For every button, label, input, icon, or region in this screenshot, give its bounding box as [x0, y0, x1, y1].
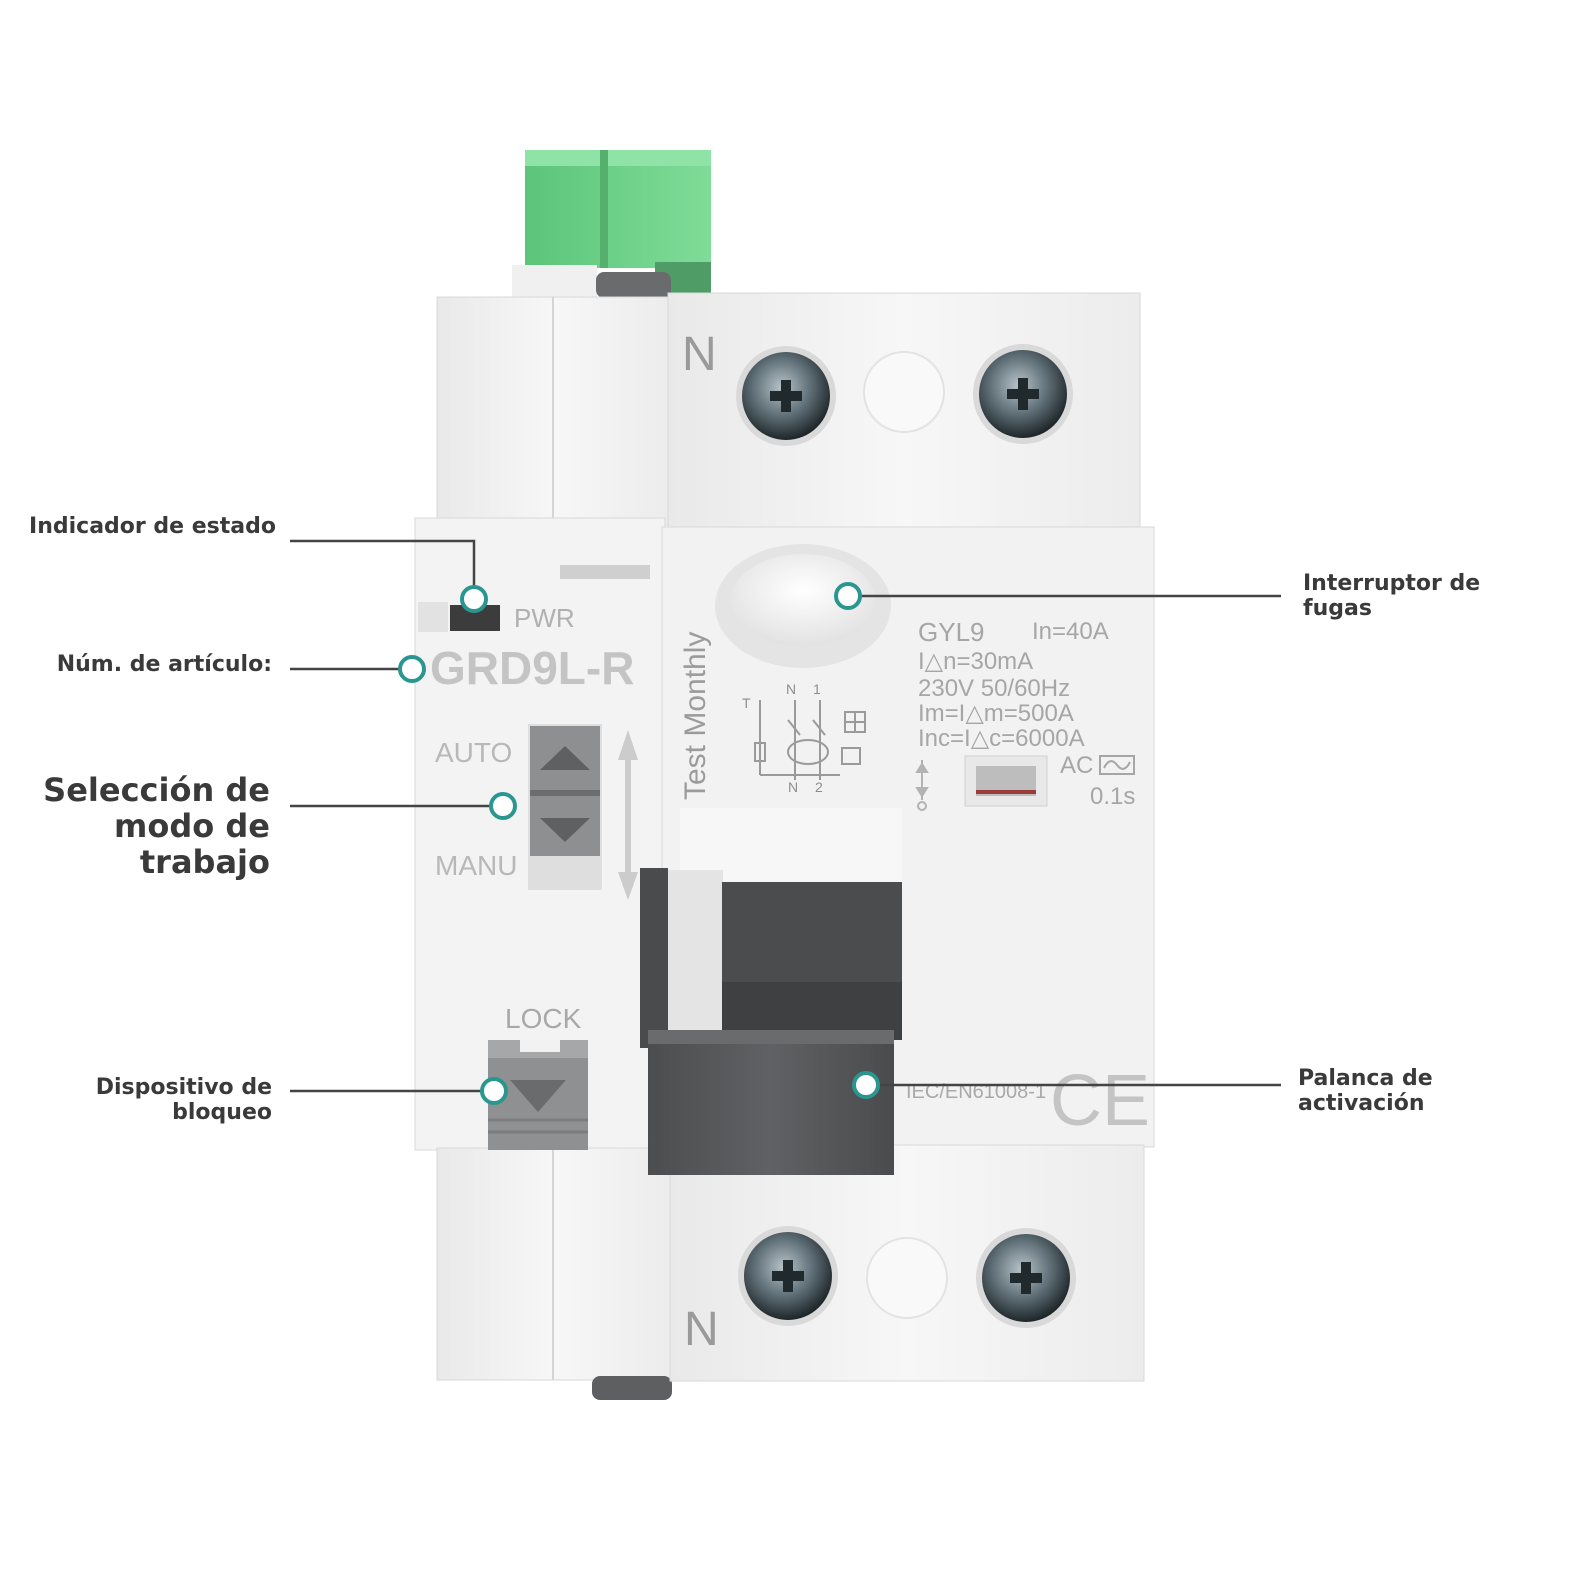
manu-label: MANU — [435, 850, 517, 881]
spec-voltage: 230V 50/60Hz — [918, 675, 1070, 702]
mode-arrow-icon — [618, 730, 638, 900]
label-work-mode-line2: modo de trabajo — [114, 807, 270, 881]
spec-block: GYL9 In=40A I△n=30mA 230V 50/60Hz Im=I△m… — [918, 617, 1135, 810]
marker-mode — [489, 792, 517, 820]
trip-indicator-window — [964, 755, 1048, 807]
circuit-schematic-icon — [754, 700, 866, 780]
spec-im: Im=I△m=500A — [918, 700, 1074, 727]
marker-leak — [834, 582, 862, 610]
schem-n-top: N — [786, 681, 796, 697]
standard-marking: IEC/EN61008-1 — [906, 1081, 1046, 1103]
marker-status — [460, 585, 488, 613]
schem-t: T — [742, 695, 751, 711]
spec-inc: Inc=I△c=6000A — [918, 725, 1085, 752]
bottom-terminal-screws — [738, 1226, 1076, 1328]
spec-ac: AC — [1060, 752, 1093, 779]
leader-lines — [290, 539, 1281, 1093]
top-n-marking: N — [682, 328, 717, 381]
mode-selector-switch[interactable] — [528, 724, 602, 890]
spec-in: In=40A — [1032, 618, 1109, 645]
marker-article — [398, 655, 426, 683]
label-leak-switch: Interruptor de fugas — [1303, 571, 1481, 621]
bottom-n-marking: N — [684, 1303, 719, 1356]
terminal-block — [512, 150, 711, 300]
auto-label: AUTO — [435, 737, 512, 768]
schem-n-bot: N — [788, 779, 798, 795]
spec-model: GYL9 — [918, 617, 985, 647]
schem-1: 1 — [813, 681, 821, 697]
callout-markers — [398, 582, 880, 1105]
test-button[interactable] — [715, 544, 891, 668]
label-status-indicator: Indicador de estado — [29, 514, 276, 539]
model-number: GRD9L-R — [430, 642, 634, 694]
spec-ian: I△n=30mA — [918, 648, 1033, 675]
ac-wave-icon — [1099, 755, 1135, 775]
test-monthly-label: Test Monthly — [679, 632, 712, 800]
label-lock-device: Dispositivo de bloqueo — [95, 1075, 272, 1125]
label-article-number: Núm. de artículo: — [56, 652, 272, 677]
top-terminal-screws — [736, 344, 1073, 446]
ce-mark: CE — [1050, 1061, 1150, 1141]
marker-lock — [480, 1077, 508, 1105]
label-trip-lever: Palanca de activación — [1298, 1066, 1433, 1116]
panel-strip — [560, 565, 650, 579]
pwr-label: PWR — [514, 603, 575, 633]
pwr-led-bezel — [418, 602, 448, 632]
marker-lever — [852, 1071, 880, 1099]
label-work-mode-line1: Selección de — [43, 771, 270, 809]
label-work-mode: Selección de modo de trabajo — [0, 772, 270, 880]
on-off-icon — [915, 760, 929, 811]
schematic-labels: N 1 T N 2 — [742, 681, 823, 795]
lock-label: LOCK — [505, 1003, 582, 1034]
schem-2: 2 — [815, 779, 823, 795]
spec-time: 0.1s — [1090, 783, 1135, 810]
operating-lever[interactable] — [640, 808, 902, 1175]
